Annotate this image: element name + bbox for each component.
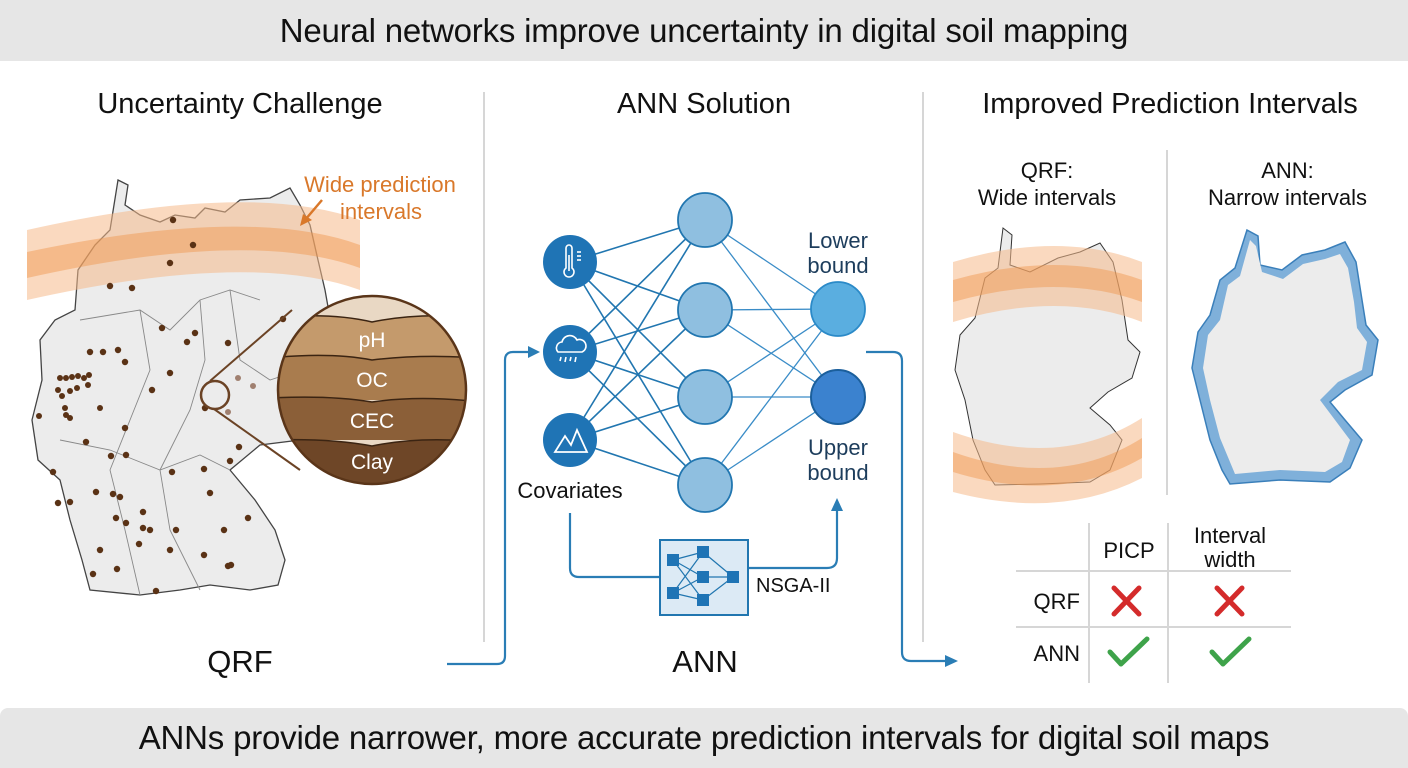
nsga-optimizer-icon: [659, 539, 749, 616]
summary-text: ANNs provide narrower, more accurate pre…: [138, 719, 1270, 756]
cross-icon: [1111, 585, 1142, 617]
panel-divider: [922, 92, 924, 642]
header-line: width: [1204, 547, 1256, 572]
output-node-upper: [810, 369, 866, 425]
covariates-to-optimizer-line: [568, 513, 660, 579]
header-banner: Neural networks improve uncertainty in d…: [0, 0, 1408, 61]
check-icon: [1107, 636, 1150, 667]
qrf-map-caption: QRF: Wide intervals: [947, 157, 1147, 211]
table-rule: [1167, 523, 1169, 683]
wide-interval-band: [27, 202, 360, 300]
hidden-node: [677, 457, 733, 513]
soil-layer-cec: CEC: [349, 410, 395, 433]
qrf-bottom-band-core: [953, 438, 1142, 486]
table-row-label-qrf: QRF: [1033, 589, 1080, 614]
hidden-node: [677, 369, 733, 425]
page-title: Neural networks improve uncertainty in d…: [279, 11, 1129, 49]
check-icon: [1209, 636, 1252, 667]
wide-interval-annotation: Wide prediction intervals: [280, 171, 480, 225]
upper-bound-label: Upper bound: [790, 435, 886, 485]
ann-map-caption: ANN: Narrow intervals: [1185, 157, 1390, 211]
method-label-ann: ANN: [672, 644, 738, 679]
nsga-label: NSGA-II: [756, 575, 831, 597]
qrf-bottom-band: [953, 418, 1142, 504]
table-rule: [1016, 626, 1291, 628]
thermometer-icon: [563, 244, 581, 278]
hidden-node: [677, 282, 733, 338]
qrf-map-caption-line: QRF:: [1020, 158, 1074, 183]
soil-layer-clay: Clay: [350, 451, 393, 474]
footer-banner: ANNs provide narrower, more accurate pre…: [0, 708, 1408, 768]
annotation-line: intervals: [340, 199, 422, 224]
upper-bound-line: Upper: [808, 435, 868, 460]
table-header-picp: PICP: [1103, 538, 1155, 563]
upper-bound-line: bound: [807, 460, 869, 485]
input-node-temperature: [543, 235, 597, 289]
soil-sample-points: [36, 216, 287, 595]
map-divider: [1166, 150, 1168, 495]
annotation-line: Wide prediction: [304, 172, 456, 197]
wide-interval-band-core: [27, 226, 360, 278]
qrf-map-caption-line: Wide intervals: [977, 185, 1117, 210]
soil-layer-oc: OC: [356, 369, 388, 392]
qrf-top-band: [953, 246, 1142, 322]
lower-bound-line: Lower: [808, 228, 868, 253]
cross-icon: [1214, 585, 1245, 617]
table-header-interval-width: Interval width: [1170, 524, 1290, 572]
rain-cloud-icon: [555, 334, 587, 363]
ann-to-results-arrow: [866, 350, 945, 663]
mountain-icon: [553, 427, 589, 453]
panel-divider: [483, 92, 485, 642]
ann-germany-map-inner: [1203, 240, 1367, 474]
table-rule: [1088, 523, 1090, 683]
header-line: Interval: [1193, 523, 1267, 548]
table-row-label-ann: ANN: [1033, 641, 1080, 666]
panel-title-ann-solution: ANN Solution: [616, 88, 792, 120]
table-rule: [1016, 570, 1291, 572]
ann-map-caption-line: ANN:: [1261, 158, 1314, 183]
flow-connectors: [447, 350, 945, 666]
input-node-terrain: [543, 413, 597, 467]
qrf-top-band-core: [953, 265, 1142, 302]
lower-bound-label: Lower bound: [790, 228, 886, 278]
ann-map-caption-line: Narrow intervals: [1208, 185, 1367, 210]
lower-bound-line: bound: [807, 253, 869, 278]
soil-layer-ph: pH: [358, 329, 386, 352]
state-borders: [59, 289, 301, 596]
optimizer-to-bound-arrow: [748, 508, 839, 570]
qrf-to-ann-arrow: [447, 350, 530, 666]
hidden-node: [677, 192, 733, 248]
panel-title-uncertainty: Uncertainty Challenge: [97, 88, 383, 120]
covariates-label: Covariates: [517, 478, 623, 503]
output-node-lower: [810, 281, 866, 337]
method-label-qrf: QRF: [207, 644, 273, 679]
panel-title-improved: Improved Prediction Intervals: [982, 88, 1358, 120]
hidden-layer: [677, 192, 733, 513]
soil-sample-points-faded: [225, 375, 256, 415]
annotation-arrow: [304, 199, 323, 221]
